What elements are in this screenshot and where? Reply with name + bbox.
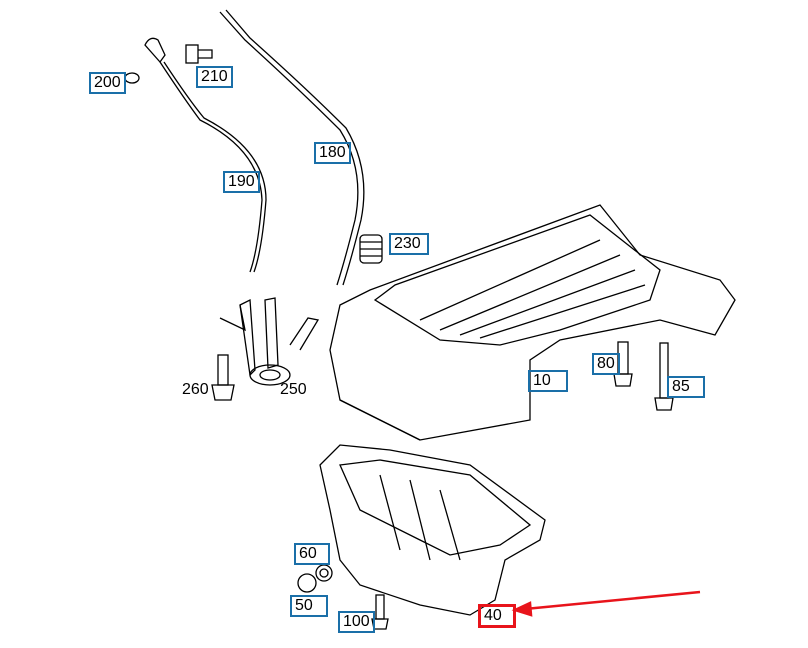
label-250[interactable]: 250 [280, 381, 307, 398]
label-50[interactable]: 50 [290, 595, 328, 617]
bolt-85 [654, 342, 674, 411]
bolt-260 [211, 354, 235, 401]
label-180[interactable]: 180 [314, 142, 351, 164]
grommet-230 [359, 234, 383, 264]
oring-200 [124, 72, 140, 84]
label-260[interactable]: 260 [182, 381, 209, 398]
label-80[interactable]: 80 [592, 353, 620, 375]
bolt-210 [185, 44, 213, 64]
label-190[interactable]: 190 [223, 171, 260, 193]
label-200[interactable]: 200 [89, 72, 126, 94]
label-40-highlighted[interactable]: 40 [478, 604, 516, 628]
oil-pan-40 [319, 444, 546, 616]
guide-tube-180 [219, 9, 365, 286]
bracket-250 [219, 297, 320, 386]
label-10[interactable]: 10 [528, 370, 568, 392]
pointer-arrow [511, 590, 701, 617]
crankcase-10 [329, 204, 736, 441]
label-85[interactable]: 85 [667, 376, 705, 398]
label-230[interactable]: 230 [389, 233, 429, 255]
label-210[interactable]: 210 [196, 66, 233, 88]
drain-plug-50 [297, 573, 317, 593]
label-100[interactable]: 100 [338, 611, 375, 633]
dipstick-190 [144, 37, 267, 273]
seal-60 [315, 564, 333, 582]
label-60[interactable]: 60 [294, 543, 330, 565]
